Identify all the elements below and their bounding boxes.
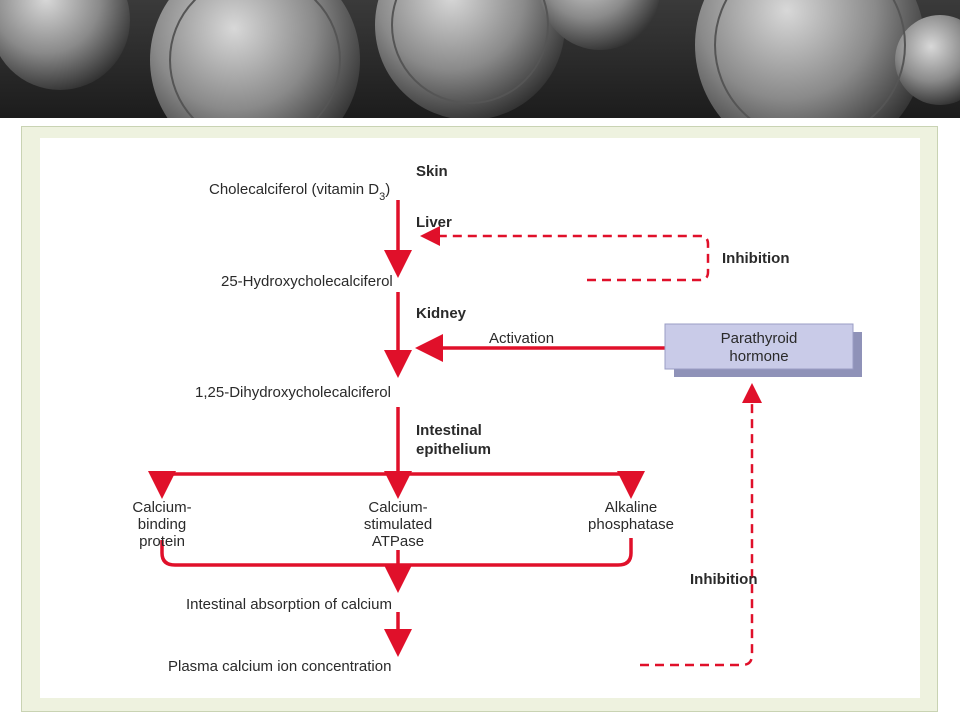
inhibition-loop-bottom <box>640 383 762 667</box>
protein-binding-line1: Calcium- <box>132 499 191 516</box>
site-intestinal-line2: epithelium <box>416 441 491 458</box>
site-intestinal-line1: Intestinal <box>416 422 482 439</box>
site-liver-label: Liver <box>416 214 452 231</box>
inhibition-label-bottom: Inhibition <box>690 571 757 588</box>
node-125-dihydroxycholecalciferol: 1,25-Dihydroxycholecalciferol <box>195 384 391 401</box>
inhibition-arrows <box>420 226 762 667</box>
protein-atpase-line1: Calcium- <box>368 499 427 516</box>
protein-phosphatase-line2: phosphatase <box>588 516 674 533</box>
pth-label-line1: Parathyroid <box>721 330 798 347</box>
protein-binding-line2: binding <box>138 516 186 533</box>
node-25-hydroxycholecalciferol: 25-Hydroxycholecalciferol <box>221 273 393 290</box>
parathyroid-hormone-box: Parathyroid hormone <box>664 323 862 377</box>
node-cholecalciferol: Cholecalciferol (vitamin D3) <box>209 181 390 203</box>
protein-binding-line3: protein <box>139 533 185 550</box>
protein-atpase-line3: ATPase <box>372 533 424 550</box>
node-intestinal-absorption: Intestinal absorption of calcium <box>186 596 392 613</box>
site-skin-label: Skin <box>416 163 448 180</box>
inhibition-loop-top <box>420 226 710 282</box>
protein-phosphatase-line1: Alkaline <box>605 499 658 516</box>
site-kidney-label: Kidney <box>416 305 467 322</box>
main-pathway-arrows <box>148 200 665 657</box>
activation-label: Activation <box>489 330 554 347</box>
vitamin-d-pathway-diagram: Parathyroid hormone Skin Cholecalciferol… <box>40 138 920 698</box>
inhibition-label-top: Inhibition <box>722 250 789 267</box>
protein-atpase-line2: stimulated <box>364 516 432 533</box>
pth-label-line2: hormone <box>729 348 788 365</box>
node-plasma-calcium: Plasma calcium ion concentration <box>168 658 391 675</box>
coin-photo-banner <box>0 0 960 118</box>
